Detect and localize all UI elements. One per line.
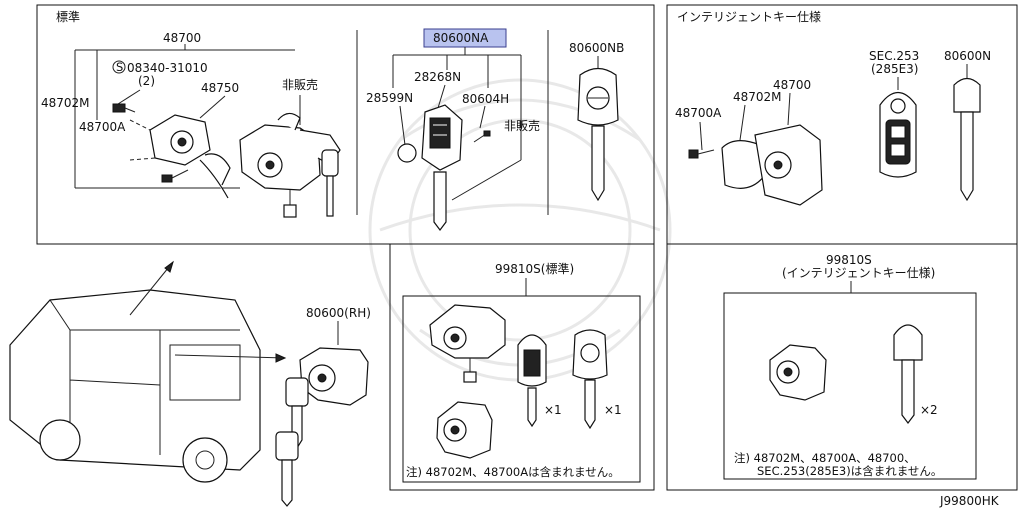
door-lock-cylinder-icon — [769, 344, 827, 401]
intelligent-key-icon — [893, 324, 923, 424]
box-kit-standard — [402, 295, 641, 483]
arrow-right-icon — [275, 353, 287, 363]
label-not-sold-2: 非販売 — [504, 118, 540, 133]
label-not-sold-1: 非販売 — [282, 77, 318, 92]
screw-icon — [161, 169, 189, 183]
screw-icon — [112, 103, 136, 113]
label-48700a: 48700A — [79, 120, 126, 134]
arrow-up-icon — [164, 260, 174, 273]
label-kit-std: 99810S(標準) — [495, 261, 574, 276]
label-08340-qty: (2) — [138, 74, 155, 88]
door-lock-cylinder-icon — [299, 347, 369, 406]
header-standard: 標準 — [56, 9, 80, 24]
qty-x2: ×2 — [920, 403, 938, 417]
key-icon — [953, 77, 981, 202]
key-icon — [321, 149, 339, 217]
key-icon — [572, 329, 608, 430]
label-28268n: 28268N — [414, 70, 461, 84]
ignition-switch-icon — [721, 124, 823, 206]
label-48700: 48700 — [163, 31, 201, 45]
label-80604h: 80604H — [462, 92, 509, 106]
door-lock-cylinder-icon — [436, 401, 493, 459]
qty-x1-b: ×1 — [604, 403, 622, 417]
qty-x1-a: ×1 — [544, 403, 562, 417]
key-icon — [275, 431, 299, 507]
label-kit-ik-sub: (インテリジェントキー仕様) — [782, 266, 935, 280]
box-kit-intelligent — [723, 292, 977, 480]
header-intelligent-key: インテリジェントキー仕様 — [677, 10, 821, 24]
frame-kit-intelligent — [666, 243, 1018, 491]
label-80600nb: 80600NB — [569, 41, 624, 55]
label-kit-ik: 99810S — [826, 253, 872, 267]
ignition-switch-icon — [239, 112, 341, 218]
note-kit-std: 注) 48702M、48700Aは含まれません。 — [406, 465, 620, 479]
label-ik-48700a: 48700A — [675, 106, 722, 120]
label-80600-rh: 80600(RH) — [306, 306, 371, 320]
diagram-code: J99800HK — [939, 494, 1000, 508]
label-28599n: 28599N — [366, 91, 413, 105]
screw-icon — [473, 130, 491, 143]
label-sec253-sub: (285E3) — [871, 62, 918, 76]
label-sec253: SEC.253 — [869, 49, 919, 63]
frame-kit-standard — [389, 243, 655, 491]
s-mark-icon — [112, 60, 126, 74]
ignition-switch-icon — [429, 304, 506, 383]
label-48702m: 48702M — [41, 96, 90, 110]
ignition-switch-icon — [129, 114, 231, 199]
key-fob-icon — [421, 104, 463, 171]
label-ik-48702m: 48702M — [733, 90, 782, 104]
label-08340: 08340-31010 — [127, 61, 208, 75]
note-kit-ik-2: SEC.253(285E3)は含まれません。 — [757, 464, 942, 478]
screw-icon — [688, 149, 715, 159]
intelligent-key-icon — [879, 91, 917, 178]
key-icon — [433, 171, 447, 231]
label-80600n: 80600N — [944, 49, 991, 63]
label-ik-48700: 48700 — [773, 78, 811, 92]
car-icon — [9, 289, 261, 483]
label-80600na: 80600NA — [433, 31, 489, 45]
key-fob-icon — [517, 334, 547, 428]
battery-icon — [397, 143, 417, 163]
key-icon — [577, 67, 619, 202]
label-48750: 48750 — [201, 81, 239, 95]
svg-text:S: S — [116, 60, 123, 74]
frame-standard — [36, 4, 655, 245]
note-kit-ik-1: 注) 48702M、48700A、48700、 — [734, 451, 916, 465]
